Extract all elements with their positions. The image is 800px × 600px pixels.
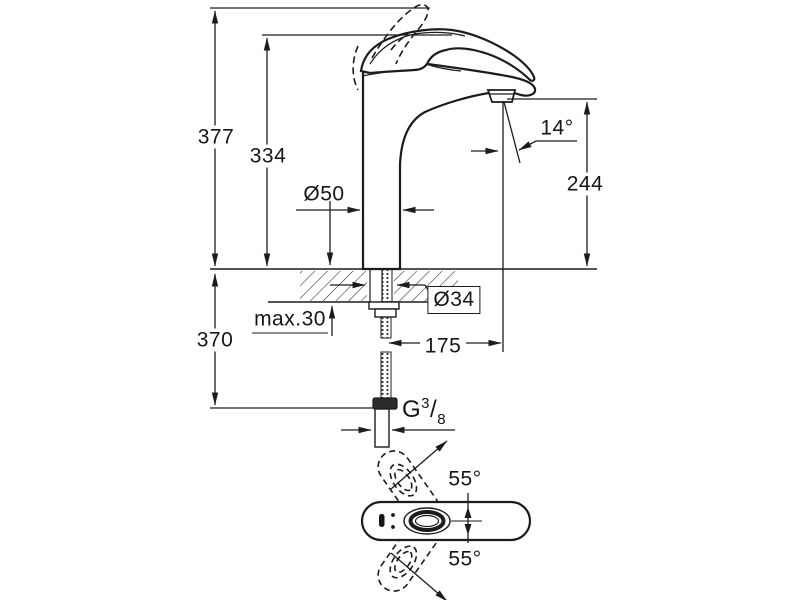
dim-outlet-height: 244 [562,172,608,196]
dim-overall-height: 377 [193,125,239,149]
dim-max-deck-thickness: max.30 [252,309,328,334]
faucet-top-view [360,440,532,600]
dim-spout-reach: 175 [420,334,466,358]
dim-spout-top-height: 334 [245,144,291,168]
dim-swivel-angle-upper: 55° [448,467,482,491]
dimension-lines [210,7,597,434]
raised-handle-dashed [352,3,429,91]
dim-aerator-angle: 14° [540,116,574,140]
top-view-body [360,500,532,542]
swivel-angle-annotation [390,440,482,600]
thread-slash: / [430,396,438,423]
dim-hole-diameter: Ø34 [427,286,481,314]
dim-under-deck-length: 370 [192,328,238,352]
thread-numerator: 3 [421,395,431,412]
faucet-side-view [352,3,537,271]
thread-prefix: G [402,396,422,423]
dim-swivel-angle-lower: 55° [448,547,482,571]
dim-body-diameter: Ø50 [303,182,345,206]
thread-denominator: 8 [437,411,447,428]
dim-thread-size: G3/8 [402,396,446,427]
fixing-set [368,268,400,448]
